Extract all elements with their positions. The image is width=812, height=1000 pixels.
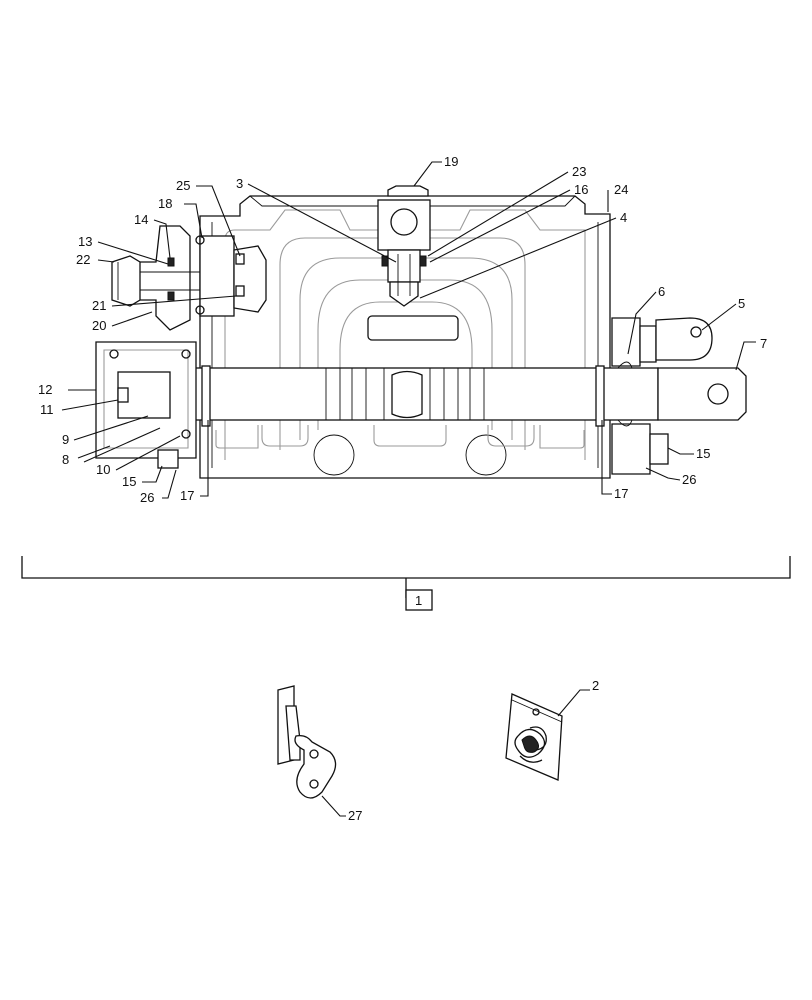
left-end-assembly [95, 225, 267, 469]
callout-8: 8 [62, 452, 69, 467]
callout-19: 19 [444, 154, 458, 169]
callout-17-right: 17 [614, 486, 628, 501]
callout-20: 20 [92, 318, 106, 333]
callout-13: 13 [78, 234, 92, 249]
callout-14: 14 [134, 212, 148, 227]
callout-5: 5 [738, 296, 745, 311]
leader-lines [61, 161, 756, 499]
callout-2: 2 [592, 678, 599, 693]
callout-25: 25 [176, 178, 190, 193]
callout-22: 22 [76, 252, 90, 267]
callout-4: 4 [620, 210, 627, 225]
callout-1: 1 [415, 593, 422, 608]
callout-24: 24 [614, 182, 628, 197]
callout-box-1 [405, 589, 433, 611]
callout-labels: 1 2 3 4 5 6 7 8 9 10 11 12 13 14 15 15 1… [38, 154, 767, 823]
top-check-assembly [377, 185, 431, 307]
callout-23: 23 [572, 164, 586, 179]
assembly-bracket [21, 556, 791, 611]
callout-9: 9 [62, 432, 69, 447]
callout-21: 21 [92, 298, 106, 313]
callout-10: 10 [96, 462, 110, 477]
callout-16: 16 [574, 182, 588, 197]
callout-15-left: 15 [122, 474, 136, 489]
callout-18: 18 [158, 196, 172, 211]
callout-27: 27 [348, 808, 362, 823]
callout-6: 6 [658, 284, 665, 299]
callout-26-left: 26 [140, 490, 154, 505]
callout-12: 12 [38, 382, 52, 397]
link-bracket [277, 685, 346, 817]
callout-26-right: 26 [682, 472, 696, 487]
callout-15-right: 15 [696, 446, 710, 461]
studs [201, 365, 605, 427]
callout-3: 3 [236, 176, 243, 191]
callout-7: 7 [760, 336, 767, 351]
callout-17-left: 17 [180, 488, 194, 503]
seal-kit-bag [505, 689, 590, 781]
callout-11: 11 [40, 402, 54, 417]
spool [167, 367, 747, 421]
